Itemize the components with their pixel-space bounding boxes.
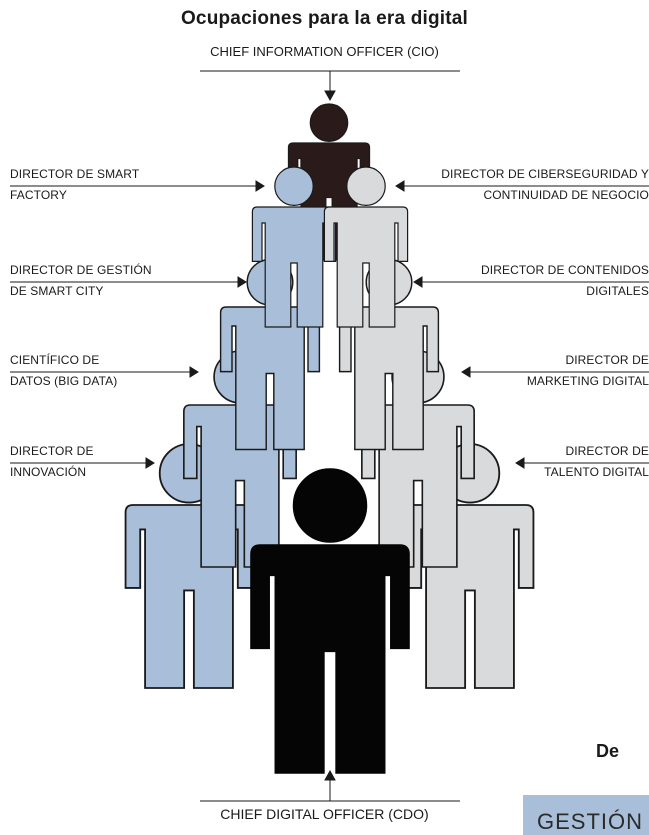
cdo-arrow [324, 769, 336, 781]
diagram-title: Ocupaciones para la era digital [180, 8, 469, 29]
label-smart-city: Director de gestión de smart city [10, 263, 152, 298]
cut-heading: De [596, 741, 620, 761]
label-talento-digital: Director de talento digital [544, 444, 649, 479]
label-ciberseguridad: Director de ciberseguridad y continuidad… [441, 167, 649, 202]
label-cdo: Chief Digital Officer (CDO) [220, 806, 429, 822]
label-cientifico-datos: Científico de datos (big data) [10, 353, 118, 388]
label-smart-factory: Director de smart factory [10, 167, 140, 202]
cio-arrow [324, 90, 336, 102]
label-cio: Chief Information Officer (CIO) [210, 44, 439, 59]
label-innovacion: Director de innovación [10, 444, 94, 479]
label-marketing-digital: Director de marketing digital [526, 353, 649, 388]
label-contenidos-digitales: Director de contenidos digitales [481, 263, 649, 298]
